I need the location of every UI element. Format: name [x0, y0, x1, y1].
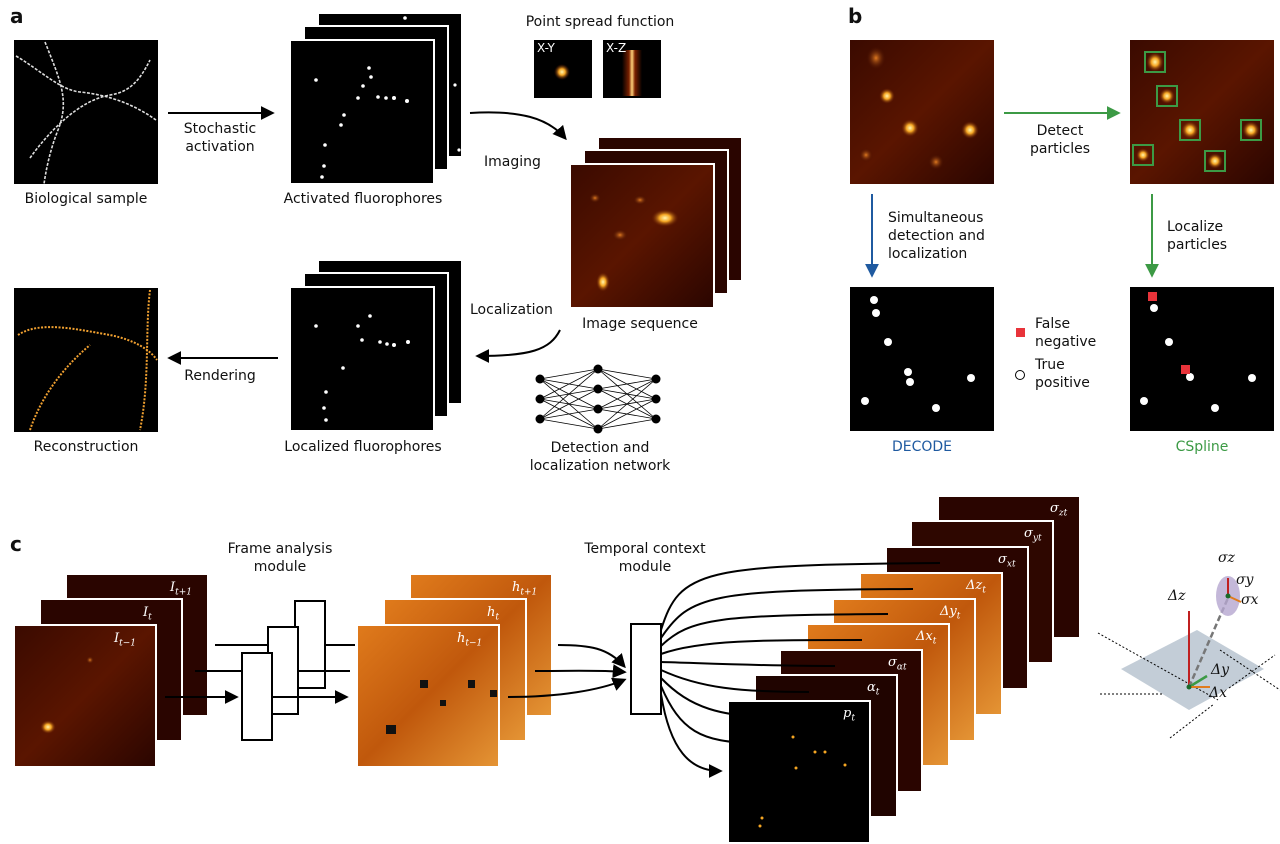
psf-xy-spot [554, 64, 570, 80]
legend-true-positive: True positive [1035, 357, 1090, 391]
label-localization: Localization [470, 302, 553, 318]
label-psf-xy: X-Y [537, 41, 555, 55]
panel-label-a: a [10, 4, 24, 28]
input-frames [13, 573, 209, 768]
detection-localization-network [535, 364, 661, 434]
biological-sample-image [14, 40, 158, 184]
false-negative-marker-2 [1181, 365, 1190, 374]
geom-dz: Δz [1168, 588, 1186, 604]
label-activated-fluorophores: Activated fluorophores [283, 191, 443, 207]
output-frames [727, 495, 1081, 844]
localized-fluorophores-stack [289, 259, 463, 432]
label-out-dx: Δxt [916, 629, 937, 647]
label-out-alpha: αt [867, 680, 880, 698]
label-localized-fluorophores: Localized fluorophores [284, 439, 442, 455]
label-network: Detection and localization network [529, 440, 671, 474]
label-hidden-t: ht [487, 605, 499, 623]
label-out-p: pt [843, 706, 855, 724]
label-cspline: CSpline [1175, 439, 1229, 455]
temporal-context-block [630, 623, 662, 715]
image-sequence-stack [569, 136, 743, 309]
psf-xz-spot [622, 50, 642, 96]
geom-sigma-x: σx [1241, 592, 1259, 608]
label-input-t: It [143, 605, 152, 623]
label-out-dz: Δzt [966, 578, 986, 596]
decode-result-image [850, 287, 994, 431]
label-out-dy: Δyt [940, 604, 961, 622]
panel-a [14, 12, 743, 434]
label-imaging: Imaging [484, 154, 541, 170]
label-psf-xz: X-Z [606, 41, 627, 55]
panel-c [13, 495, 1280, 844]
label-hidden-t-plus-1: ht+1 [512, 580, 538, 598]
label-out-sigma-x: σxt [998, 552, 1016, 570]
geom-dx: Δx [1209, 685, 1228, 701]
legend-false-negative: False negative [1035, 316, 1097, 350]
label-out-sigma-y: σyt [1024, 526, 1042, 544]
label-decode: DECODE [891, 439, 953, 455]
label-frame-analysis: Frame analysis module [227, 541, 333, 575]
label-localize-particles: Localize particles [1167, 219, 1228, 253]
label-rendering: Rendering [184, 368, 256, 384]
label-hidden-t-minus-1: ht−1 [457, 631, 483, 649]
legend-true-positive-swatch [1015, 370, 1025, 380]
localization-geometry [1097, 576, 1280, 739]
label-input-t-minus-1: It−1 [114, 631, 137, 649]
panel-label-c: c [10, 532, 22, 556]
legend-false-negative-swatch [1016, 328, 1025, 337]
arrow-imaging [469, 111, 567, 141]
false-negative-marker-1 [1148, 292, 1157, 301]
frame-analysis-blocks [241, 600, 326, 741]
label-biological-sample: Biological sample [24, 191, 148, 207]
label-reconstruction: Reconstruction [33, 439, 139, 455]
geom-dy: Δy [1211, 662, 1230, 678]
panel-label-b: b [848, 4, 863, 28]
label-stochastic-activation: Stochastic activation [183, 121, 257, 155]
label-detect-particles: Detect particles [1029, 123, 1091, 157]
label-image-sequence: Image sequence [582, 316, 698, 332]
arrow-localization [475, 329, 561, 363]
hidden-frames [356, 573, 553, 768]
label-simultaneous: Simultaneous detection and localization [888, 210, 985, 262]
label-input-t-plus-1: It+1 [170, 580, 193, 598]
label-temporal-context: Temporal context module [584, 541, 706, 575]
activated-fluorophores-stack [289, 12, 463, 185]
label-point-spread-function: Point spread function [525, 14, 675, 30]
panel-b [850, 40, 1274, 431]
filament-drawing [15, 41, 157, 185]
detection-boxes [1132, 51, 1262, 172]
geom-sigma-y: σy [1236, 572, 1254, 588]
reconstruction-filaments [17, 289, 158, 431]
label-out-sigma-z: σzt [1050, 501, 1068, 519]
label-out-sigma-alpha: σαt [888, 655, 907, 673]
geom-sigma-z: σz [1218, 550, 1235, 566]
reconstruction-image [14, 288, 158, 432]
